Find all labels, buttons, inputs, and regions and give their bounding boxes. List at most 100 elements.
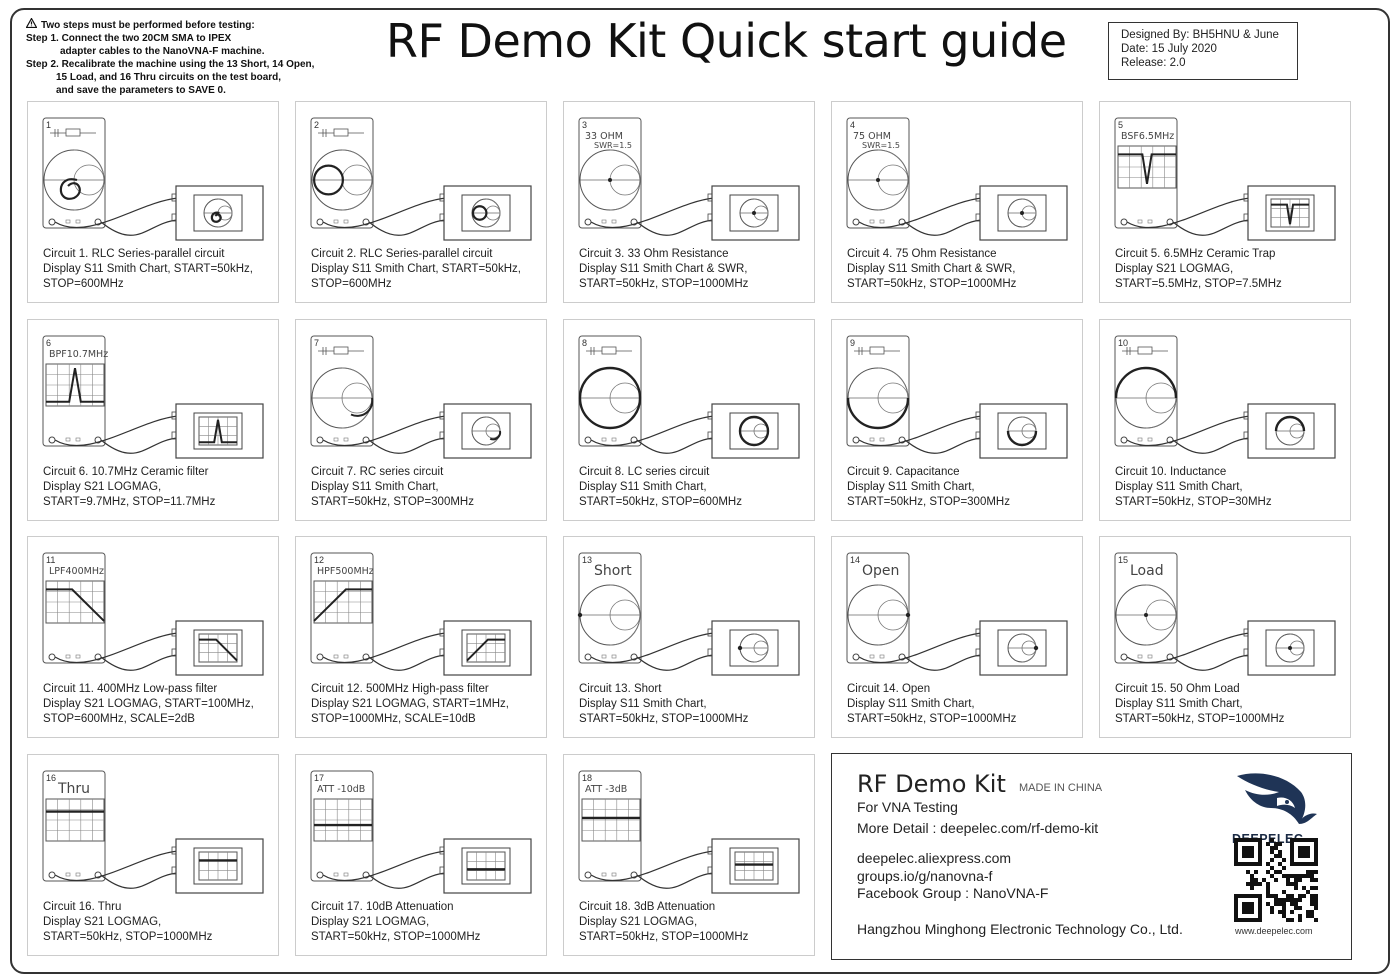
circuit-number: 1 [46, 120, 51, 130]
circuit-number: 7 [314, 338, 319, 348]
brand-website[interactable]: www.deepelec.com [1235, 926, 1313, 936]
caption-line: START=50kHz, STOP=1000MHz [579, 278, 749, 290]
caption-line: Display S11 Smith Chart, [579, 481, 707, 493]
product-purpose: For VNA Testing [857, 799, 958, 815]
caption-line: Circuit 7. RC series circuit [311, 466, 444, 478]
info-panel: RF Demo Kit MADE IN CHINA For VNA Testin… [831, 753, 1352, 960]
circuit-sublabel: SWR=1.5 [594, 141, 632, 150]
circuit-label: Open [862, 563, 899, 579]
caption-line: Circuit 4. 75 Ohm Resistance [847, 248, 997, 260]
circuit-number: 5 [1118, 120, 1123, 130]
caption-line: Display S21 LOGMAG, [311, 916, 430, 928]
circuit-number: 9 [850, 338, 855, 348]
circuit-number: 3 [582, 120, 587, 130]
design-release: Release: 2.0 [1121, 57, 1186, 69]
caption-line: START=50kHz, STOP=1000MHz [43, 931, 213, 943]
page-frame [10, 8, 1390, 974]
circuit-label: Load [1130, 563, 1164, 579]
caption-line: Circuit 15. 50 Ohm Load [1115, 683, 1240, 695]
notice: Two steps must be performed before testi… [25, 17, 366, 97]
circuit-number: 8 [582, 338, 587, 348]
notice-line: Step 1. Connect the two 20CM SMA to IPEX [26, 33, 232, 44]
made-in: MADE IN CHINA [1019, 782, 1103, 794]
circuit-label: LPF400MHz [49, 566, 104, 577]
circuit-number: 13 [582, 555, 592, 565]
caption-line: Display S21 LOGMAG, START=100MHz, [43, 698, 254, 710]
circuit-number: 15 [1118, 555, 1128, 565]
circuit-diagram: 7 [310, 335, 532, 459]
caption-line: Display S21 LOGMAG, START=1MHz, [311, 698, 510, 710]
caption-line: Circuit 18. 3dB Attenuation [579, 901, 716, 913]
circuit-label: Short [594, 563, 632, 579]
caption-line: Display S11 Smith Chart, START=50kHz, [43, 263, 253, 275]
notice-line: Two steps must be performed before testi… [41, 20, 255, 31]
facebook-link[interactable]: Facebook Group : NanoVNA-F [857, 885, 1049, 901]
circuit-number: 11 [46, 555, 55, 565]
caption-line: Display S21 LOGMAG, [1115, 263, 1234, 275]
eagle-logo-icon: DEEPELEC [1227, 768, 1327, 846]
groups-link[interactable]: groups.io/g/nanovna-f [857, 868, 993, 884]
caption-line: START=50kHz, STOP=300MHz [847, 496, 1010, 508]
caption-line: Circuit 2. RLC Series-parallel circuit [311, 248, 493, 260]
notice-line: adapter cables to the NanoVNA-F machine. [60, 46, 265, 57]
caption-line: Circuit 6. 10.7MHz Ceramic filter [43, 466, 209, 478]
circuit-number: 4 [850, 120, 855, 130]
circuit-number: 2 [314, 120, 319, 130]
caption-line: Display S21 LOGMAG, [43, 916, 162, 928]
aliexpress-link[interactable]: deepelec.aliexpress.com [857, 850, 1012, 866]
circuit-number: 6 [46, 338, 51, 348]
circuit-sublabel: SWR=1.5 [862, 141, 900, 150]
circuit-label: BPF10.7MHz [49, 349, 108, 360]
circuit-label: ATT -10dB [317, 784, 365, 795]
circuit-diagram: 2 [310, 117, 532, 241]
page-title: RF Demo Kit Quick start guide [386, 14, 1067, 68]
circuit-label: ATT -3dB [585, 784, 627, 795]
caption-line: Display S21 LOGMAG, [579, 916, 698, 928]
notice-line: 15 Load, and 16 Thru circuits on the tes… [56, 72, 282, 83]
circuit-diagram: 8 [578, 335, 800, 459]
caption-line: START=50kHz, STOP=600MHz [579, 496, 742, 508]
circuit-number: 10 [1118, 338, 1128, 348]
circuit-diagram: 9 [846, 335, 1068, 459]
caption-line: Display S11 Smith Chart, [847, 698, 975, 710]
caption-line: START=50kHz, STOP=1000MHz [1115, 713, 1285, 725]
caption-line: Circuit 11. 400MHz Low-pass filter [43, 683, 218, 695]
circuit-diagram: 10 [1114, 335, 1336, 459]
caption-line: Display S11 Smith Chart & SWR, [847, 263, 1016, 275]
design-date: Date: 15 July 2020 [1121, 43, 1217, 55]
designer: Designed By: BH5HNU & June [1121, 29, 1279, 41]
more-detail-link[interactable]: More Detail : deepelec.com/rf-demo-kit [857, 820, 1099, 836]
caption-line: Display S11 Smith Chart, [847, 481, 975, 493]
circuit-number: 18 [582, 773, 592, 783]
caption-line: Display S11 Smith Chart, [1115, 698, 1243, 710]
